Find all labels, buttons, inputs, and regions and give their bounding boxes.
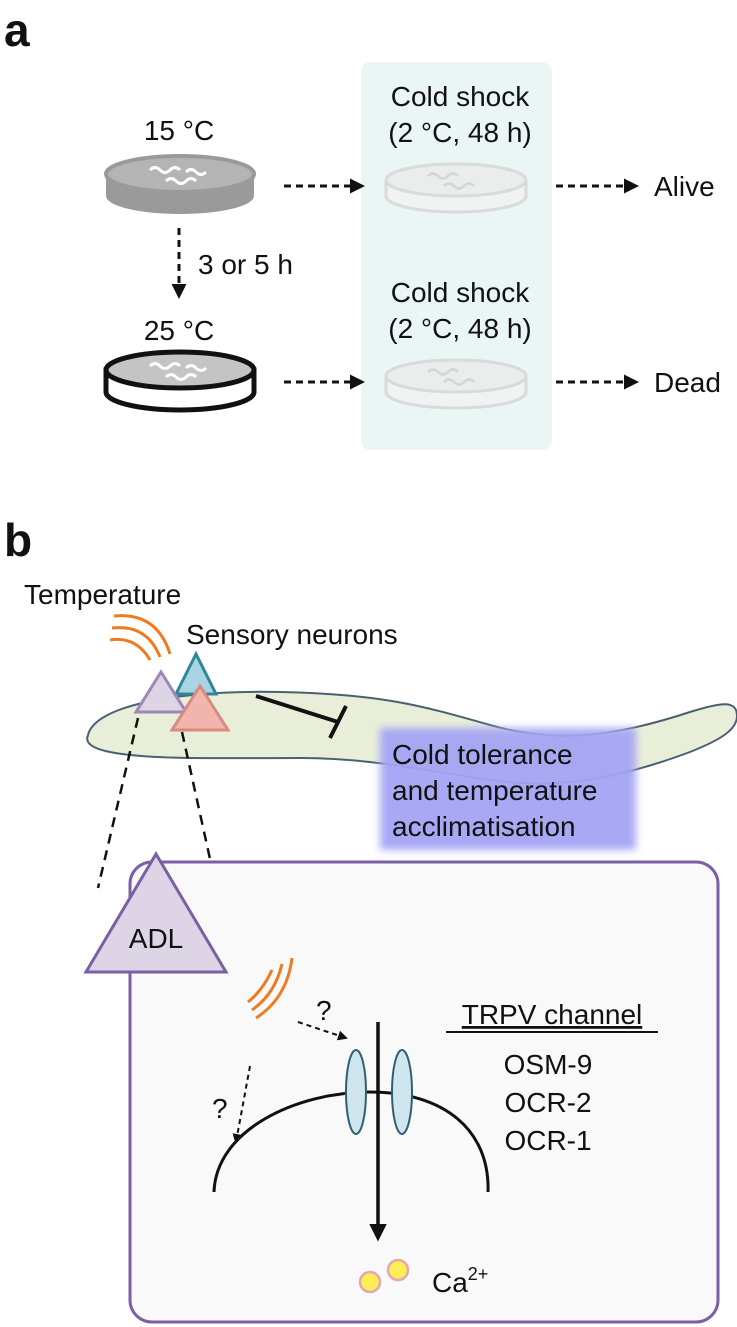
cell-membrane bbox=[212, 1090, 490, 1193]
outcome-dead: Dead bbox=[654, 367, 721, 398]
temp-arrow-to-membrane bbox=[232, 1065, 251, 1144]
cell-temperature-waves-icon bbox=[247, 957, 294, 1020]
trpv-channel-title: TRPV channel bbox=[462, 999, 643, 1030]
sensory-neuron-pink bbox=[169, 683, 231, 732]
subunit-ocr2: OCR-2 bbox=[504, 1087, 591, 1118]
temperature-label: Temperature bbox=[24, 579, 181, 610]
cold-dish-top bbox=[384, 162, 528, 214]
effect-label-2: and temperature bbox=[392, 775, 597, 806]
sensory-neuron-purple bbox=[133, 669, 189, 714]
shift-temp-label: 25 °C bbox=[144, 315, 214, 346]
effect-box bbox=[380, 728, 636, 850]
panel-b: b Temperature Sensory neurons Cold toler… bbox=[4, 514, 737, 1324]
shift-duration-label: 3 or 5 h bbox=[198, 249, 293, 280]
calcium-label: Ca2+ bbox=[432, 1264, 488, 1298]
inhibition-line bbox=[255, 694, 339, 724]
cold-shock-label-top-2: (2 °C, 48 h) bbox=[388, 117, 531, 148]
adl-label: ADL bbox=[129, 923, 183, 954]
temperature-waves-icon bbox=[109, 614, 172, 661]
cold-shock-box bbox=[361, 62, 552, 450]
trpv-channel-left bbox=[345, 1049, 367, 1135]
calcium-ion-1 bbox=[358, 1270, 382, 1294]
cold-dish-bottom bbox=[384, 358, 528, 410]
question-mark-2: ? bbox=[212, 1093, 228, 1124]
zoom-line-left bbox=[96, 717, 140, 889]
calcium-charge: 2+ bbox=[468, 1264, 489, 1284]
effect-label-3: acclimatisation bbox=[392, 811, 576, 842]
sensory-neurons-label: Sensory neurons bbox=[186, 619, 398, 650]
inhibition-bar bbox=[328, 705, 348, 739]
dish-15c bbox=[104, 154, 256, 214]
outcome-alive: Alive bbox=[654, 171, 715, 202]
zoom-line-right bbox=[180, 731, 214, 869]
panel-a: a 15 °C 3 or 5 h 25 °C Cold shock (2 °C,… bbox=[4, 4, 721, 450]
calcium-base: Ca bbox=[432, 1267, 468, 1298]
panel-a-letter: a bbox=[4, 4, 30, 56]
cold-shock-label-top-1: Cold shock bbox=[391, 81, 531, 112]
adl-neuron bbox=[83, 851, 229, 974]
start-temp-label: 15 °C bbox=[144, 115, 214, 146]
cold-shock-label-bottom-1: Cold shock bbox=[391, 277, 531, 308]
dish-25c bbox=[103, 349, 257, 413]
subunit-osm9: OSM-9 bbox=[504, 1049, 593, 1080]
cold-shock-label-bottom-2: (2 °C, 48 h) bbox=[388, 313, 531, 344]
adl-cell-box bbox=[128, 860, 720, 1324]
panel-b-letter: b bbox=[4, 514, 32, 566]
calcium-ion-2 bbox=[386, 1258, 410, 1282]
question-mark-1: ? bbox=[316, 995, 332, 1026]
effect-label-1: Cold tolerance bbox=[392, 739, 573, 770]
sensory-neuron-blue bbox=[173, 650, 219, 696]
trpv-channel-right bbox=[391, 1049, 413, 1135]
subunit-ocr1: OCR-1 bbox=[504, 1125, 591, 1156]
